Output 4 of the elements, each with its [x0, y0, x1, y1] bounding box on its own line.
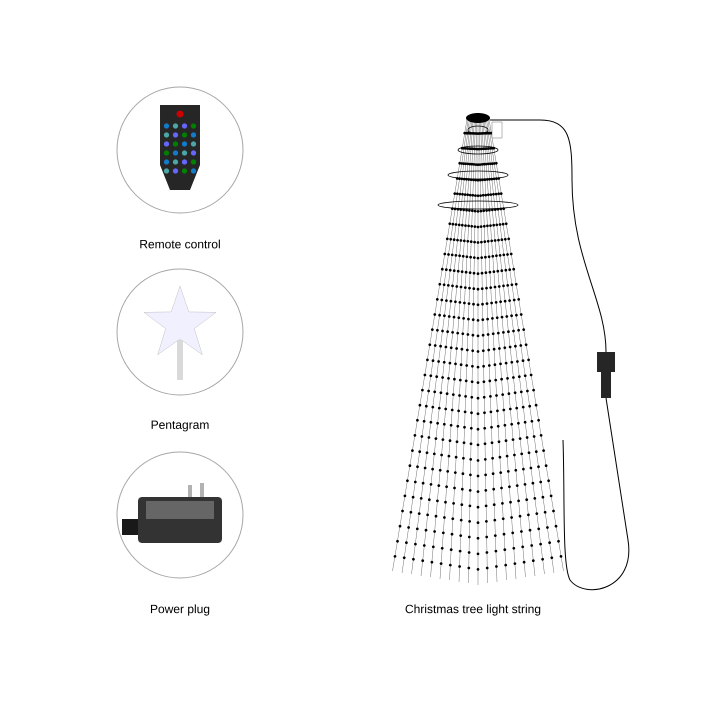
- caption: Pentagram: [152, 420, 209, 432]
- caption: Remote control: [140, 240, 220, 248]
- caption: Power plug: [150, 604, 210, 616]
- caption: Christmas tree light string: [406, 604, 540, 616]
